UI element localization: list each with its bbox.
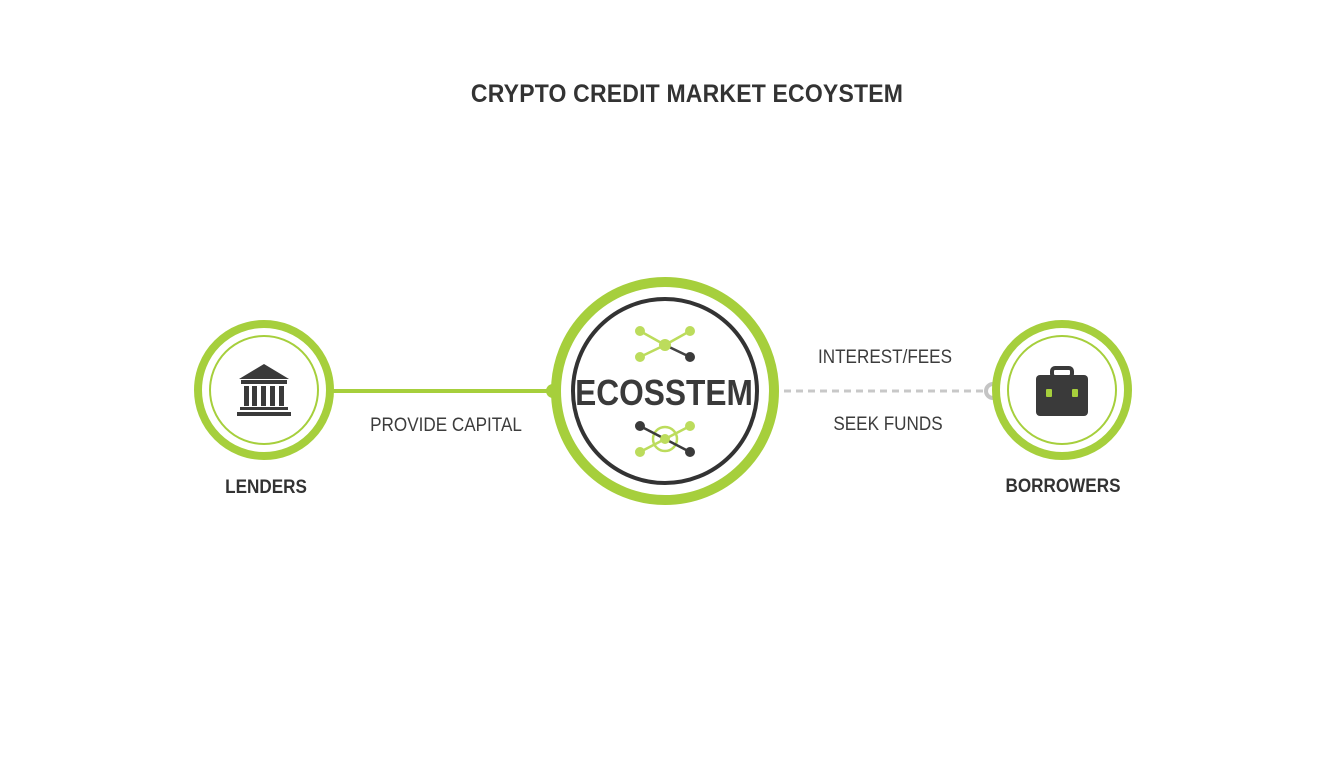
lenders-label: LENDERS [225,477,307,498]
lenders-node [194,320,334,460]
ecosystem-node [551,277,779,505]
network-icon [635,326,695,362]
diagram-title: CRYPTO CREDIT MARKET ECOYSTEM [470,80,904,108]
interest-fees-label: INTEREST/FEES [818,347,952,368]
provide-capital-label: PROVIDE CAPITAL [370,415,522,436]
borrowers-node [992,320,1132,460]
bank-icon [237,364,291,416]
ecosystem-label: ECOSSTEM [575,372,753,413]
ecosystem-inner-ring [571,297,759,485]
network-icon-lower [635,421,695,457]
briefcase-icon [1036,366,1088,416]
borrowers-label: BORROWERS [1005,476,1121,497]
seek-funds-label: SEEK FUNDS [833,414,943,435]
